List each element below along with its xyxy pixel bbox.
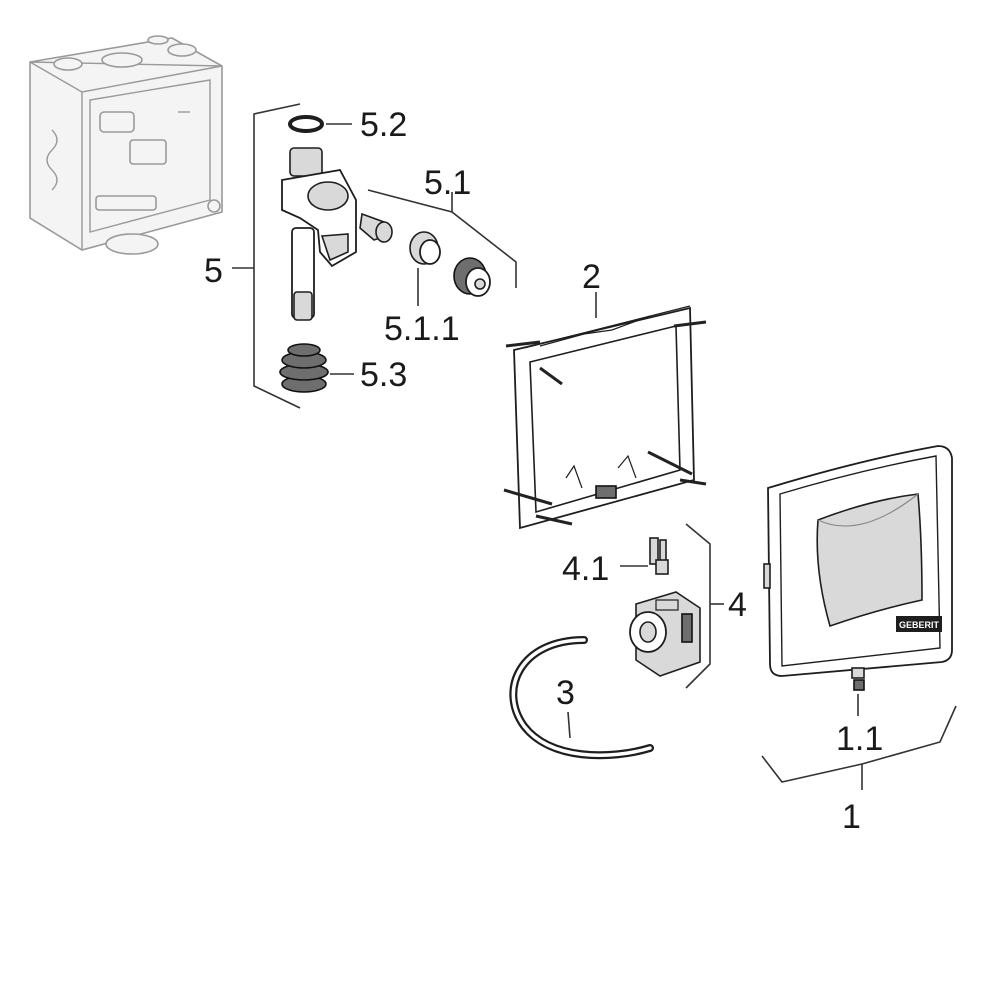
connector-parts-5-1 — [359, 189, 517, 306]
bellows-5-3 — [279, 343, 354, 393]
brand-logo — [896, 616, 942, 632]
callout-2: 2 — [582, 258, 601, 296]
callout-5-1: 5.1 — [424, 164, 471, 202]
installation-box-illustration — [29, 35, 223, 255]
callout-5-1-1: 5.1.1 — [384, 310, 460, 348]
callout-1-1: 1.1 — [836, 720, 883, 758]
callout-4-1: 4.1 — [562, 550, 609, 588]
mounting-frame-2 — [503, 292, 707, 530]
clip-1-1 — [851, 667, 865, 716]
callout-5: 5 — [204, 252, 223, 290]
bracket-group-5 — [232, 103, 301, 409]
callout-5-3: 5.3 — [360, 356, 407, 394]
bracket-group-4 — [685, 523, 724, 689]
valve-body-5 — [281, 147, 357, 321]
o-ring-5-2 — [288, 115, 352, 133]
callout-5-2: 5.2 — [360, 106, 407, 144]
pin-4-1 — [620, 537, 669, 575]
callout-4: 4 — [728, 586, 747, 624]
cover-plate-1: GEBERIT — [763, 445, 953, 677]
brand-logo-text: GEBERIT — [899, 620, 940, 630]
cable-3 — [509, 636, 654, 760]
bracket-group-1 — [761, 705, 957, 790]
actuator-module-4 — [629, 591, 701, 677]
callout-3: 3 — [556, 674, 575, 712]
callout-1: 1 — [842, 798, 861, 836]
